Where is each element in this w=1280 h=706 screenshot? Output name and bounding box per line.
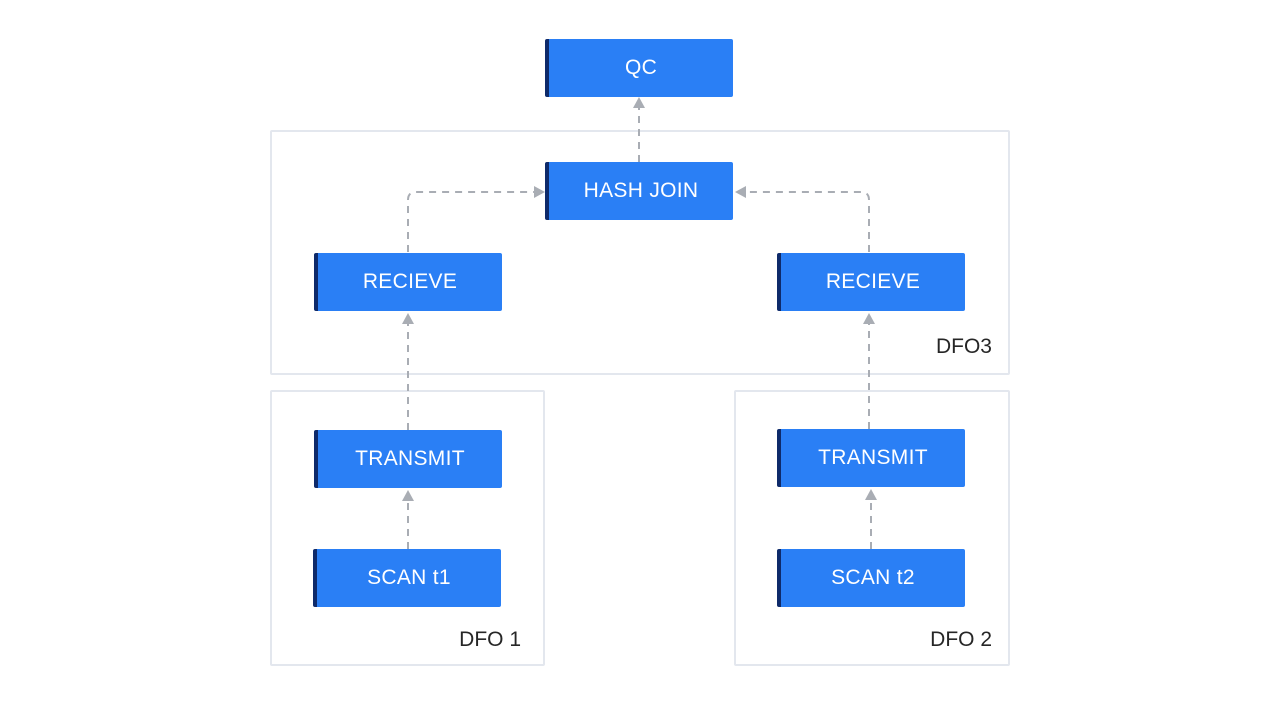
group-dfo1-label: DFO 1 <box>459 628 521 651</box>
node-hash-join[interactable]: HASH JOIN <box>545 162 733 220</box>
arrowhead-qc <box>633 97 645 108</box>
node-qc[interactable]: QC <box>545 39 733 97</box>
group-dfo3-label: DFO3 <box>935 335 992 358</box>
group-dfo2-label: DFO 2 <box>930 628 992 651</box>
node-scan-t2[interactable]: SCAN t2 <box>777 549 965 607</box>
node-transmit-left[interactable]: TRANSMIT <box>314 430 502 488</box>
node-receive-right[interactable]: RECIEVE <box>777 253 965 311</box>
node-scan-t1[interactable]: SCAN t1 <box>313 549 501 607</box>
node-receive-left[interactable]: RECIEVE <box>314 253 502 311</box>
node-transmit-right[interactable]: TRANSMIT <box>777 429 965 487</box>
